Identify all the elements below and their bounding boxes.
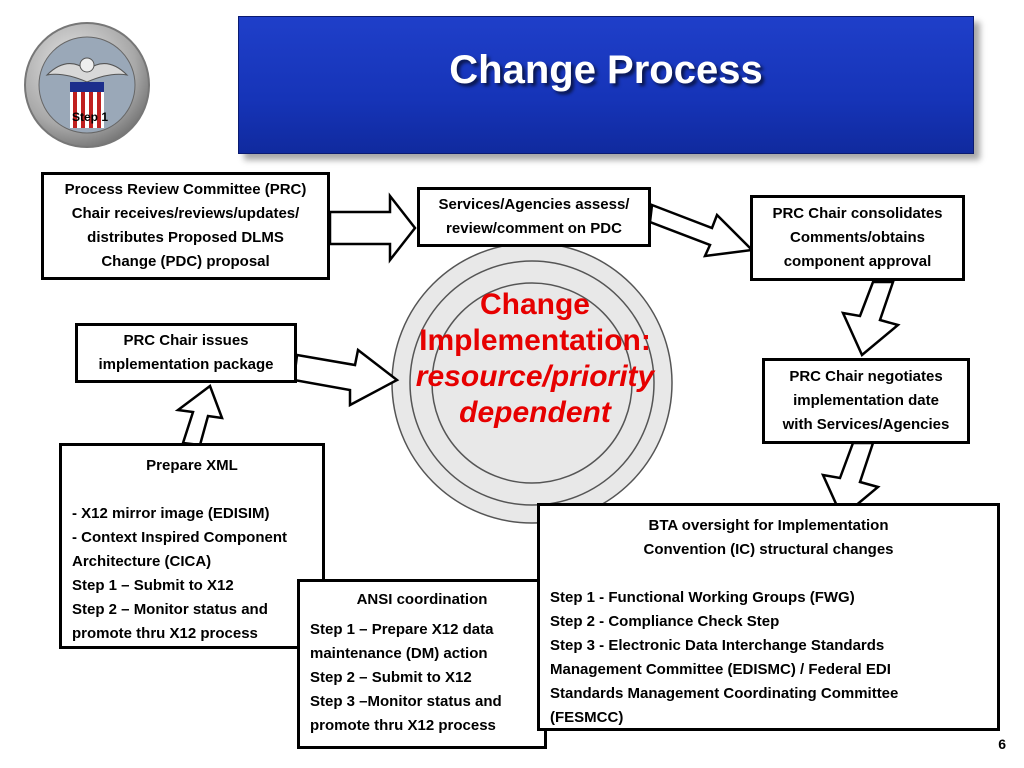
box-line: Management Committee (EDISMC) / Federal … [550,661,891,678]
box-heading: Convention (IC) structural changes [643,541,894,558]
box-line: Step 1 – Submit to X12 [72,577,234,594]
box-line: implementation date [793,392,939,409]
box-bta-oversight: BTA oversight for Implementation Convent… [537,503,1000,731]
arrow-down-1 [840,280,901,358]
center-implementation-text: Change Implementation: resource/priority… [395,287,675,431]
box-line: component approval [783,253,932,270]
box-line: Change (PDC) proposal [101,253,270,270]
center-line-3: resource/priority [415,360,655,393]
arrow-up-1 [174,383,224,447]
center-line-2: Implementation: [419,324,651,357]
box-services-assess: Services/Agencies assess/ review/comment… [417,187,651,247]
box-line: - X12 mirror image (EDISIM) [72,505,270,522]
arrow-right-2 [648,203,755,258]
box-line: promote thru X12 process [310,717,496,734]
box-prc-consolidates: PRC Chair consolidates Comments/obtains … [750,195,965,281]
box-line: PRC Chair consolidates [772,205,943,222]
box-prepare-xml: Prepare XML - X12 mirror image (EDISIM) … [59,443,325,649]
page-number: 6 [998,736,1006,752]
seal-step-label: Step 1 [72,110,109,124]
box-line: Step 1 – Prepare X12 data [310,621,494,638]
box-heading: ANSI coordination [356,591,488,608]
box-heading: BTA oversight for Implementation [648,517,889,534]
box-line: Architecture (CICA) [72,553,212,570]
box-line: Process Review Committee (PRC) [64,181,307,198]
box-line: Step 2 – Submit to X12 [310,669,472,686]
box-line: Step 1 - Functional Working Groups (FWG) [550,589,855,606]
page-title: Change Process [449,47,763,92]
box-line: distributes Proposed DLMS [87,229,284,246]
center-target-circle [391,242,673,524]
agency-seal-logo [24,22,150,148]
box-line: implementation package [98,356,274,373]
box-line: PRC Chair issues [123,332,249,349]
arrow-right-1 [328,192,417,264]
box-line: PRC Chair negotiates [789,368,943,385]
box-heading: Prepare XML [146,457,238,474]
box-line: Step 3 - Electronic Data Interchange Sta… [550,637,885,654]
box-line: Comments/obtains [789,229,925,246]
box-prc-issues: PRC Chair issues implementation package [75,323,297,383]
box-ansi-coordination: ANSI coordination Step 1 – Prepare X12 d… [297,579,547,749]
center-line-1: Change [479,288,590,321]
box-line: (FESMCC) [550,709,624,726]
center-line-4: dependent [459,396,611,429]
box-line: Services/Agencies assess/ [438,196,630,213]
box-line: Chair receives/reviews/updates/ [71,205,300,222]
title-banner: Change Process [238,16,974,154]
box-line: - Context Inspired Component [72,529,287,546]
box-line: maintenance (DM) action [310,645,488,662]
box-line: review/comment on PDC [446,220,622,237]
box-prc-review: Process Review Committee (PRC) Chair rec… [41,172,330,280]
arrow-right-3 [292,347,400,408]
box-prc-negotiates: PRC Chair negotiates implementation date… [762,358,970,444]
box-line: with Services/Agencies [782,416,950,433]
box-line: Step 2 – Monitor status and [72,601,268,618]
box-line: Step 3 –Monitor status and [310,693,502,710]
arrow-down-2 [820,441,881,520]
box-line: Standards Management Coordinating Commit… [550,685,899,702]
box-line: promote thru X12 process [72,625,258,642]
box-line: Step 2 - Compliance Check Step [550,613,780,630]
